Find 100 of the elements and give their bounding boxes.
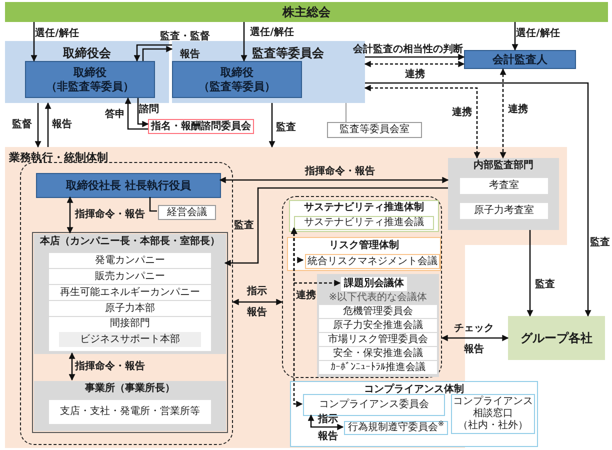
office-box: 経営会議 bbox=[158, 205, 216, 220]
department-row: 発電カンパニー bbox=[49, 253, 211, 268]
edge-label: 連携 bbox=[296, 291, 316, 301]
arrow bbox=[232, 298, 283, 306]
edge-label: 会計監査の相当性の判断 bbox=[353, 45, 463, 55]
committee-box bbox=[451, 394, 535, 434]
department-row: 安全・保安推進会議 bbox=[319, 347, 437, 360]
department-row: 支店・支社・発電所・営業所等 bbox=[49, 400, 211, 424]
edge-label: 指示 bbox=[318, 415, 338, 425]
department-panel bbox=[317, 274, 439, 377]
department-row: 再生可能エネルギーカンパニー bbox=[49, 285, 211, 300]
arrow bbox=[268, 103, 276, 148]
edge-label: 連携 bbox=[405, 70, 425, 80]
committee-box: 指名・報酬諮問委員会 bbox=[148, 119, 254, 134]
arrow bbox=[308, 414, 344, 430]
connector-line bbox=[149, 197, 157, 212]
unit-box: ビジネスサポート本部 bbox=[59, 332, 201, 347]
edge-label: 監督 bbox=[12, 120, 32, 130]
edge-label: 監査 bbox=[590, 238, 610, 248]
note-text: 報告 bbox=[318, 432, 338, 442]
meeting-box: 統合リスクマネジメント会議 bbox=[305, 254, 440, 269]
arrow bbox=[30, 22, 38, 62]
edge-label: 監査 bbox=[276, 123, 296, 133]
edge-label: 選任/解任 bbox=[250, 28, 294, 38]
group-panel bbox=[5, 41, 169, 103]
note-text: 報告 bbox=[464, 345, 484, 355]
group-heading: サステナビリティ推進体制 bbox=[304, 202, 424, 214]
meeting-box: サステナビリティ推進会議 bbox=[294, 216, 434, 230]
arrow bbox=[441, 334, 509, 342]
committee-box: 行為規制遵守委員会$^{※}$ bbox=[344, 421, 448, 435]
box-title: コンプライアンス相談窓口 bbox=[452, 396, 534, 420]
arrow bbox=[66, 196, 74, 234]
arrow bbox=[526, 230, 534, 317]
heading-box: 課題別会議体 bbox=[341, 277, 407, 291]
edge-label: 指揮命令・報告 bbox=[305, 167, 375, 177]
arrow bbox=[365, 54, 465, 60]
note-text: 報告 bbox=[247, 308, 267, 318]
department-row: 原子力考査室 bbox=[460, 203, 548, 219]
department-row: 販売カンパニー bbox=[49, 269, 211, 284]
footnote-text: ※以下代表的な会議体 bbox=[328, 293, 428, 303]
group-heading: 間接部門 bbox=[110, 318, 150, 330]
group-heading: 本店（カンパニー長・本部長・室部長） bbox=[40, 236, 220, 248]
arrow bbox=[44, 102, 52, 147]
department-row bbox=[49, 317, 211, 351]
edge-label: 連携 bbox=[452, 108, 472, 118]
edge-label: 報告 bbox=[180, 50, 200, 60]
edge-label: 連携 bbox=[508, 105, 528, 115]
box-title: 取締役 bbox=[220, 66, 254, 80]
group-heading: 内部監査部門 bbox=[474, 160, 534, 172]
department-row: 考査室 bbox=[460, 178, 548, 194]
group-heading: 取締役会 bbox=[63, 45, 111, 62]
arrow bbox=[290, 227, 303, 408]
header-bar: 株主総会 bbox=[5, 2, 608, 22]
edge-label: 答申 bbox=[105, 110, 125, 120]
arrow bbox=[219, 176, 449, 184]
dashed-boundary bbox=[20, 162, 233, 445]
arrow bbox=[365, 82, 592, 317]
arrow bbox=[34, 103, 42, 148]
department-row: 市場リスク管理委員会 bbox=[319, 333, 437, 346]
box-title: 取締役 bbox=[74, 66, 106, 80]
department-row: 原子力本部 bbox=[49, 301, 211, 316]
box-subtitle: （社内・社外） bbox=[458, 420, 528, 432]
box-subtitle: （監査等委員） bbox=[198, 80, 276, 94]
system-panel bbox=[287, 237, 441, 271]
edge-label: 監査 bbox=[234, 221, 254, 231]
process-box: 会計監査人 bbox=[464, 50, 576, 69]
edge-label: 監査・監督 bbox=[160, 32, 210, 42]
arrow bbox=[134, 44, 172, 62]
process-box bbox=[172, 61, 302, 98]
edge-label: 選任/解任 bbox=[516, 29, 560, 39]
arrow bbox=[224, 187, 448, 266]
department-row: ｶｰﾎﾞﾝﾆｭｰﾄﾗﾙ推進会議 bbox=[319, 361, 437, 374]
department-panel bbox=[34, 234, 226, 354]
dashed-boundary bbox=[282, 196, 442, 378]
company-box: グループ各社 bbox=[508, 316, 605, 360]
edge-label: 報告 bbox=[52, 120, 72, 130]
system-panel bbox=[289, 200, 439, 232]
arrow bbox=[68, 352, 76, 381]
system-panel bbox=[290, 381, 538, 447]
process-box bbox=[25, 61, 155, 98]
arrow bbox=[364, 84, 480, 159]
edge-label: 指揮命令・報告 bbox=[75, 362, 145, 372]
process-box: 取締役社長 社長執行役員 bbox=[36, 173, 221, 198]
edge-label: 選任/解任 bbox=[35, 29, 79, 39]
group-heading: リスク管理体制 bbox=[329, 240, 399, 252]
department-panel bbox=[448, 158, 559, 230]
group-heading: 事業所（事業所長） bbox=[85, 383, 175, 395]
edge-label: 監査 bbox=[535, 280, 555, 290]
edge-label: チェック bbox=[454, 324, 494, 334]
arrow bbox=[512, 22, 518, 51]
group-heading: コンプライアンス体制 bbox=[364, 384, 464, 396]
edge-label: 指示 bbox=[247, 287, 267, 297]
arrow bbox=[124, 97, 148, 130]
edge-label: 指揮命令・報告 bbox=[75, 210, 145, 220]
office-box: 監査等委員会室 bbox=[327, 122, 422, 138]
department-panel bbox=[34, 381, 226, 431]
arrow bbox=[137, 98, 149, 128]
arrow bbox=[364, 60, 465, 68]
arrow bbox=[142, 46, 173, 61]
department-row: 危機管理委員会 bbox=[319, 305, 437, 318]
